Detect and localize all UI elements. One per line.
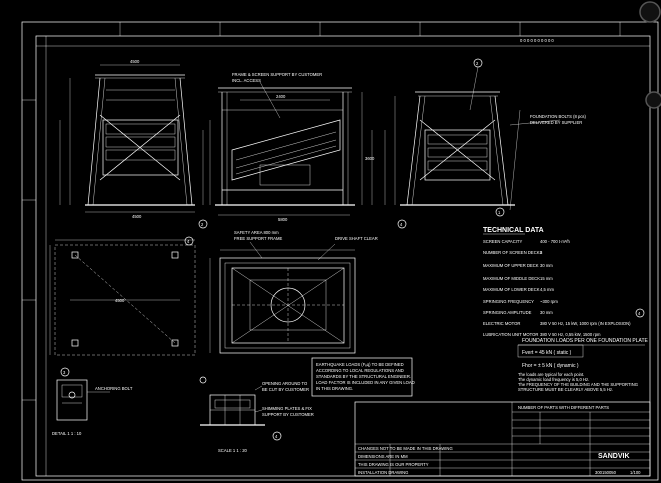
- svg-text:400 - 700 t·m³/h: 400 - 700 t·m³/h: [540, 239, 570, 244]
- label-opening-2: BE CUT BY CUSTOMER: [262, 387, 309, 392]
- svg-text:3: 3: [63, 370, 66, 375]
- note-bolts: FOUNDATION BOLTS (8 pcs): [530, 114, 587, 119]
- company-logo-text: SANDVIK: [598, 453, 630, 460]
- svg-text:THIS DRAWING IS OUR PROPERTY: THIS DRAWING IS OUR PROPERTY: [358, 462, 429, 467]
- svg-text:DIMENSIONS ARE IN MM: DIMENSIONS ARE IN MM: [358, 454, 408, 459]
- drawing-border: 0 0 0 0 0 0 0 0 0 0: [21, 21, 659, 481]
- svg-text:SPRINGING AMPLITUDE: SPRINGING AMPLITUDE: [483, 310, 532, 315]
- svg-text:SPRINGING FREQUENCY: SPRINGING FREQUENCY: [483, 299, 534, 304]
- svg-text:MAXIMUM OF UPPER DECK: MAXIMUM OF UPPER DECK: [483, 263, 539, 268]
- dim-length-center: 5800: [278, 217, 288, 222]
- svg-text:~300 rpm: ~300 rpm: [540, 299, 558, 304]
- svg-text:The FREQUENCY OF THE BUILDING: The FREQUENCY OF THE BUILDING AND THE SU…: [518, 382, 638, 387]
- viewer-circle-button-bottom[interactable]: [645, 91, 661, 109]
- technical-data-title: TECHNICAL DATA: [483, 227, 544, 234]
- detail-1: 3 ANCHORING BOLT DETAIL 1 1 : 10: [52, 367, 133, 436]
- load-dynamic: Fhor = ± 5 kN ( dynamic ): [522, 363, 579, 369]
- svg-text:4500: 4500: [130, 59, 140, 64]
- foundation-loads-title: FOUNDATION LOADS PER ONE FOUNDATION PLAT…: [522, 338, 649, 344]
- side-elevation-left: 4500 4500: [59, 59, 195, 219]
- svg-text:DRIVE SHAFT CLEAR: DRIVE SHAFT CLEAR: [335, 236, 378, 241]
- dim-mid-center: 2400: [276, 94, 286, 99]
- svg-text:4: 4: [400, 222, 403, 227]
- front-elevation-center: 5800 3600 FRAME & SCREEN SUPPORT BY CUST…: [202, 72, 375, 222]
- svg-text:MAXIMUM OF MIDDLE DECK: MAXIMUM OF MIDDLE DECK: [483, 276, 540, 281]
- svg-text:4500: 4500: [115, 298, 125, 303]
- callouts-upper: 2 4 1 2: [198, 58, 505, 229]
- svg-text:2: 2: [476, 61, 479, 66]
- svg-text:4: 4: [187, 239, 190, 244]
- label-detail-1: DETAIL 1 1 : 10: [52, 431, 82, 436]
- note-bolts-2: DELIVERED BY SUPPLIER: [530, 120, 582, 125]
- svg-text:2: 2: [201, 222, 204, 227]
- svg-text:4: 4: [638, 311, 641, 316]
- svg-text:15 mm: 15 mm: [540, 276, 553, 281]
- label-opening: OPENING AROUND TO: [262, 381, 308, 386]
- foundation-plan-center: SAFETY AREA 800 mm FREE SUPPORT FRAME DR…: [209, 230, 378, 354]
- title-remark: NUMBER OF PARTS WITH DIFFERENT PARTS: [518, 405, 609, 410]
- side-elevation-right: FOUNDATION BOLTS (8 pcs) DELIVERED BY SU…: [384, 91, 587, 211]
- foundation-loads: FOUNDATION LOADS PER ONE FOUNDATION PLAT…: [517, 338, 649, 392]
- svg-text:ACCORDING TO LOCAL REGULATIONS: ACCORDING TO LOCAL REGULATIONS AND: [316, 368, 404, 373]
- section-detail: OPENING AROUND TO BE CUT BY CUSTOMER SHI…: [199, 376, 314, 453]
- svg-text:The loads are typical for each: The loads are typical for each point.: [518, 372, 584, 377]
- svg-text:ELECTRIC MOTOR: ELECTRIC MOTOR: [483, 321, 520, 326]
- technical-data-table: TECHNICAL DATA SCREEN CAPACITY 400 - 700…: [483, 227, 645, 337]
- label-shims-2: SUPPORT BY CUSTOMER: [262, 412, 314, 417]
- svg-text:MAXIMUM OF LOWER DECK: MAXIMUM OF LOWER DECK: [483, 287, 540, 292]
- note-top-center-2: INCL. ACCESS: [232, 78, 261, 83]
- label-free-support: FREE SUPPORT FRAME: [234, 236, 282, 241]
- label-anchor-bolt: ANCHORING BOLT: [95, 386, 133, 391]
- label-shims: SHIMMING PLATES & FIX: [262, 406, 312, 411]
- svg-text:4,5 mm: 4,5 mm: [540, 287, 554, 292]
- title-block: NUMBER OF PARTS WITH DIFFERENT PARTS CHA…: [354, 401, 651, 477]
- svg-text:EARTHQUAKE LOADS (Fₑq) TO BE D: EARTHQUAKE LOADS (Fₑq) TO BE DEFINED: [316, 362, 404, 367]
- svg-text:INSTALLATION DRAWING: INSTALLATION DRAWING: [358, 470, 408, 475]
- svg-text:1: 1: [498, 210, 501, 215]
- label-safety-area: SAFETY AREA 800 mm: [234, 230, 279, 235]
- sheet-number: 1/100: [630, 470, 641, 475]
- viewer-circle-button-top[interactable]: [639, 1, 661, 23]
- earthquake-note-box: EARTHQUAKE LOADS (Fₑq) TO BE DEFINED ACC…: [311, 357, 415, 397]
- svg-text:380 V 50 Hz, 15 kW, 1000 rpm (: 380 V 50 Hz, 15 kW, 1000 rpm (IN EXPLOSI…: [540, 321, 631, 326]
- svg-text:4: 4: [275, 434, 278, 439]
- dim-height-center: 3600: [365, 156, 375, 161]
- svg-text:NUMBER OF SCREEN DECKS: NUMBER OF SCREEN DECKS: [483, 250, 543, 255]
- label-scale: SCALE 1 1 : 20: [218, 448, 248, 453]
- svg-text:LUBRICATION UNIT MOTOR: LUBRICATION UNIT MOTOR: [483, 332, 538, 337]
- drawing-number: 300150050: [595, 470, 617, 475]
- svg-text:0 0 0 0 0 0 0 0 0 0: 0 0 0 0 0 0 0 0 0 0: [520, 38, 554, 43]
- svg-text:30 mm: 30 mm: [540, 263, 553, 268]
- dim-width-left: 4500: [132, 214, 142, 219]
- svg-text:STRUCTURE MUST BE CLEARLY ABOV: STRUCTURE MUST BE CLEARLY ABOVE 5,5 Hz.: [518, 387, 613, 392]
- svg-text:IN THIS DRAWING.: IN THIS DRAWING.: [316, 386, 353, 391]
- foundation-plan-left: 4500 4: [49, 236, 196, 356]
- svg-text:3: 3: [540, 250, 543, 255]
- svg-text:SCREEN CAPACITY: SCREEN CAPACITY: [483, 239, 522, 244]
- svg-text:LOAD FACTOR IS INCLUDED IN ANY: LOAD FACTOR IS INCLUDED IN ANY GIVEN LOA…: [316, 380, 415, 385]
- svg-text:30 mm: 30 mm: [540, 310, 553, 315]
- svg-text:CHANGES NOT TO BE MADE IN THIS: CHANGES NOT TO BE MADE IN THIS DRAWING: [358, 446, 453, 451]
- svg-text:380 V 50 Hz, 0,55 kW, 1500 rpm: 380 V 50 Hz, 0,55 kW, 1500 rpm: [540, 332, 601, 337]
- note-top-center: FRAME & SCREEN SUPPORT BY CUSTOMER: [232, 72, 322, 77]
- svg-text:The dynamic load frequency is: The dynamic load frequency is 5,0 Hz.: [518, 377, 589, 382]
- svg-text:STANDARDS BY THE STRUCTURAL EN: STANDARDS BY THE STRUCTURAL ENGINEER.: [316, 374, 411, 379]
- load-static: Fvert = 45 kN ( static ): [522, 350, 572, 356]
